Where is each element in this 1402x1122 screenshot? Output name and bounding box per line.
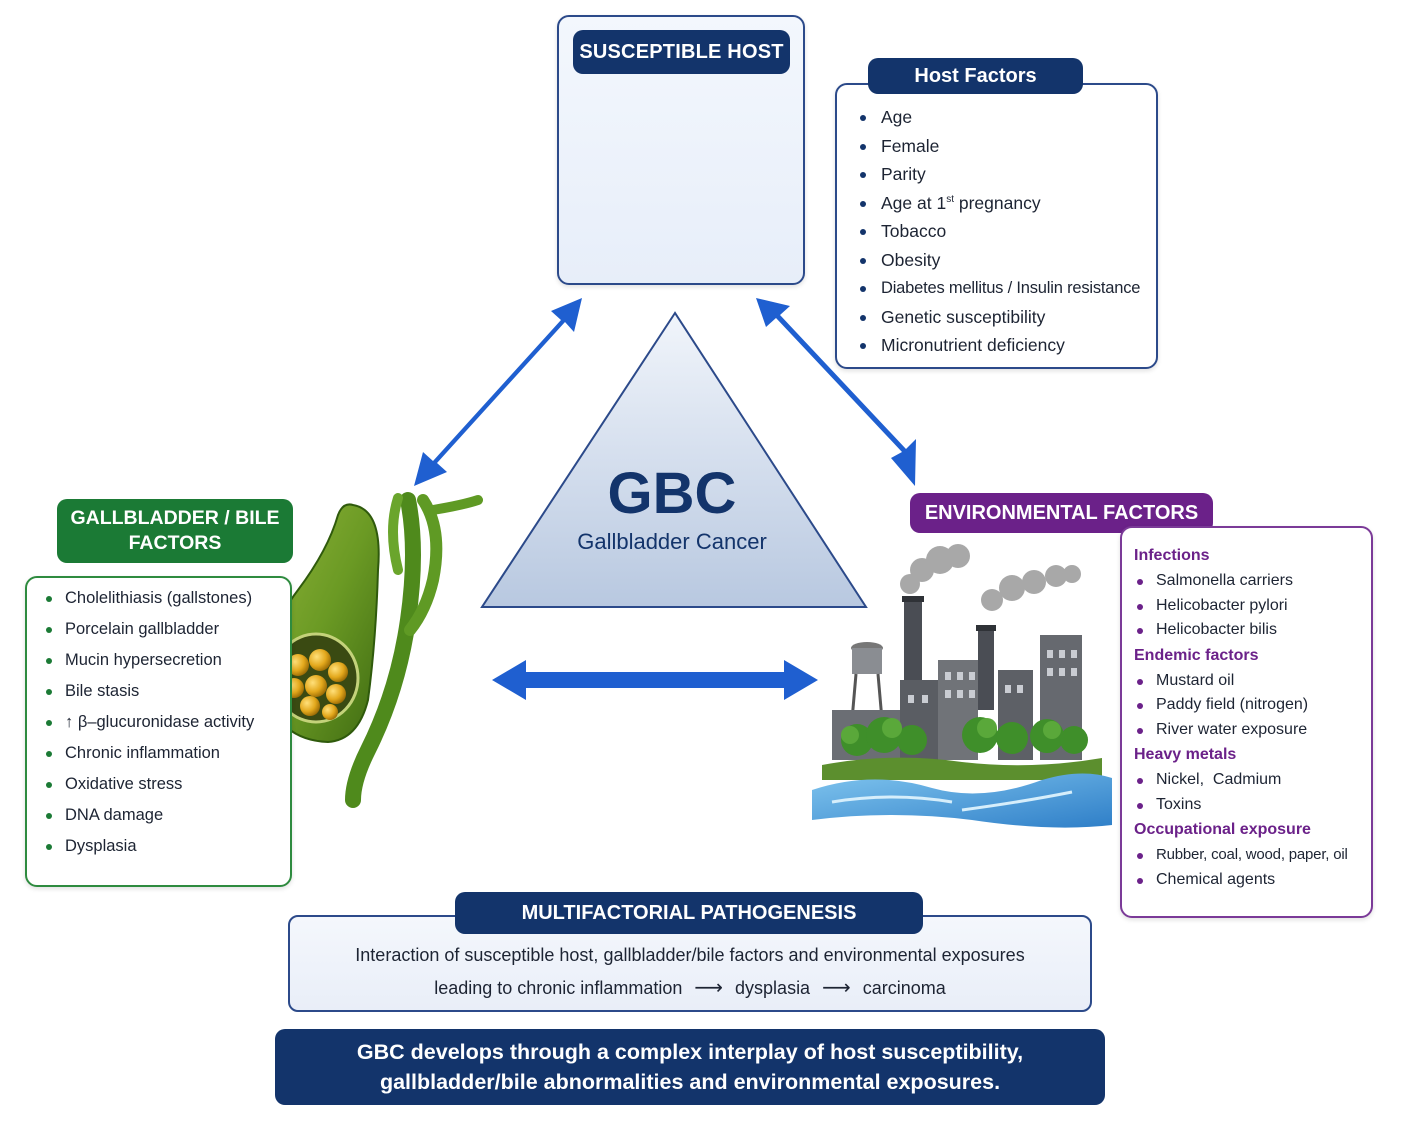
text-fragment: leading to chronic inflammation bbox=[434, 978, 683, 998]
list-item: Helicobacter pylori bbox=[1134, 594, 1370, 619]
gallbladder-factors-title: GALLBLADDER / BILE FACTORS bbox=[57, 499, 293, 563]
list-item: Genetic susceptibility bbox=[858, 303, 1156, 332]
title-line: GALLBLADDER / BILE bbox=[70, 507, 280, 529]
group-heading-occupational: Occupational exposure bbox=[1134, 821, 1311, 838]
list-item: Cholelithiasis (gallstones) bbox=[44, 583, 290, 614]
list-item: Dysplasia bbox=[44, 831, 290, 862]
gallbladder-factors-panel bbox=[25, 576, 292, 887]
list-item: Parity bbox=[858, 160, 1156, 189]
list-item: Paddy field (nitrogen) bbox=[1134, 693, 1370, 718]
list-item: Obesity bbox=[858, 246, 1156, 275]
text-fragment: Age at 1 bbox=[881, 192, 947, 213]
factory-river-icon bbox=[812, 544, 1112, 828]
text-fragment: carcinoma bbox=[862, 978, 946, 998]
list-item: Chronic inflammation bbox=[44, 738, 290, 769]
gallbladder-with-stones-icon bbox=[264, 492, 483, 808]
list-item: Diabetes mellitus / Insulin resistance bbox=[858, 274, 1156, 303]
list-item: Tobacco bbox=[858, 217, 1156, 246]
list-item: Age bbox=[858, 103, 1156, 132]
gbc-triangle bbox=[480, 311, 868, 608]
susceptible-host-title: SUSCEPTIBLE HOST bbox=[573, 30, 790, 74]
host-factors-list: Age Female Parity Age at 1st pregnancy T… bbox=[858, 103, 1156, 360]
list-item: Nickel, Cadmium bbox=[1134, 768, 1370, 793]
list-item: Rubber, coal, wood, paper, oil bbox=[1134, 843, 1370, 868]
environmental-factors-list: Infections Salmonella carriers Helicobac… bbox=[1134, 543, 1370, 892]
gallbladder-factors-list: Cholelithiasis (gallstones) Porcelain ga… bbox=[44, 583, 290, 862]
gbc-abbreviation: GBC bbox=[607, 461, 737, 526]
list-item: Helicobacter bilis bbox=[1134, 618, 1370, 643]
list-item: Female bbox=[858, 132, 1156, 161]
title-line: FACTORS bbox=[128, 532, 222, 554]
environmental-factors-panel bbox=[1120, 526, 1373, 918]
list-item: River water exposure bbox=[1134, 718, 1370, 743]
conclusion-line: GBC develops through a complex interplay… bbox=[356, 1040, 1024, 1064]
list-item: ↑ β–glucuronidase activity bbox=[44, 707, 290, 738]
list-item: Salmonella carriers bbox=[1134, 569, 1370, 594]
conclusion-line: gallbladder/bile abnormalities and envir… bbox=[379, 1070, 1001, 1094]
right-arrow-icon: ⟶ bbox=[694, 977, 724, 999]
list-item: Age at 1st pregnancy bbox=[858, 189, 1156, 218]
list-item: Porcelain gallbladder bbox=[44, 614, 290, 645]
right-arrow-icon: ⟶ bbox=[822, 977, 851, 999]
list-item: Mucin hypersecretion bbox=[44, 645, 290, 676]
group-heading-infections: Infections bbox=[1134, 547, 1210, 564]
text-fragment: pregnancy bbox=[953, 192, 1041, 213]
list-item: Mustard oil bbox=[1134, 669, 1370, 694]
list-item: Toxins bbox=[1134, 793, 1370, 818]
superscript: st bbox=[946, 193, 954, 205]
list-item: DNA damage bbox=[44, 800, 290, 831]
group-heading-heavy-metals: Heavy metals bbox=[1134, 746, 1237, 763]
group-heading-endemic: Endemic factors bbox=[1134, 646, 1259, 664]
list-item: Oxidative stress bbox=[44, 769, 290, 800]
arrow-host-environment bbox=[756, 298, 916, 486]
gbc-full-name: Gallbladder Cancer bbox=[577, 529, 767, 554]
list-item: Chemical agents bbox=[1134, 868, 1370, 893]
list-item: Micronutrient deficiency bbox=[858, 331, 1156, 360]
pathogenesis-title: MULTIFACTORIAL PATHOGENESIS bbox=[455, 892, 923, 934]
conclusion-banner: GBC develops through a complex interplay… bbox=[275, 1029, 1105, 1105]
host-factors-panel bbox=[835, 83, 1158, 369]
host-factors-title: Host Factors bbox=[868, 58, 1083, 94]
pathogenesis-line-1: Interaction of susceptible host, gallbla… bbox=[355, 945, 1025, 965]
text-fragment: dysplasia bbox=[735, 978, 811, 998]
list-item: Bile stasis bbox=[44, 676, 290, 707]
arrow-gallbladder-environment bbox=[492, 660, 818, 700]
arrow-host-gallbladder bbox=[414, 298, 582, 486]
pathogenesis-line-2: leading to chronic inflammation ⟶ dysplasi… bbox=[290, 975, 1090, 1000]
